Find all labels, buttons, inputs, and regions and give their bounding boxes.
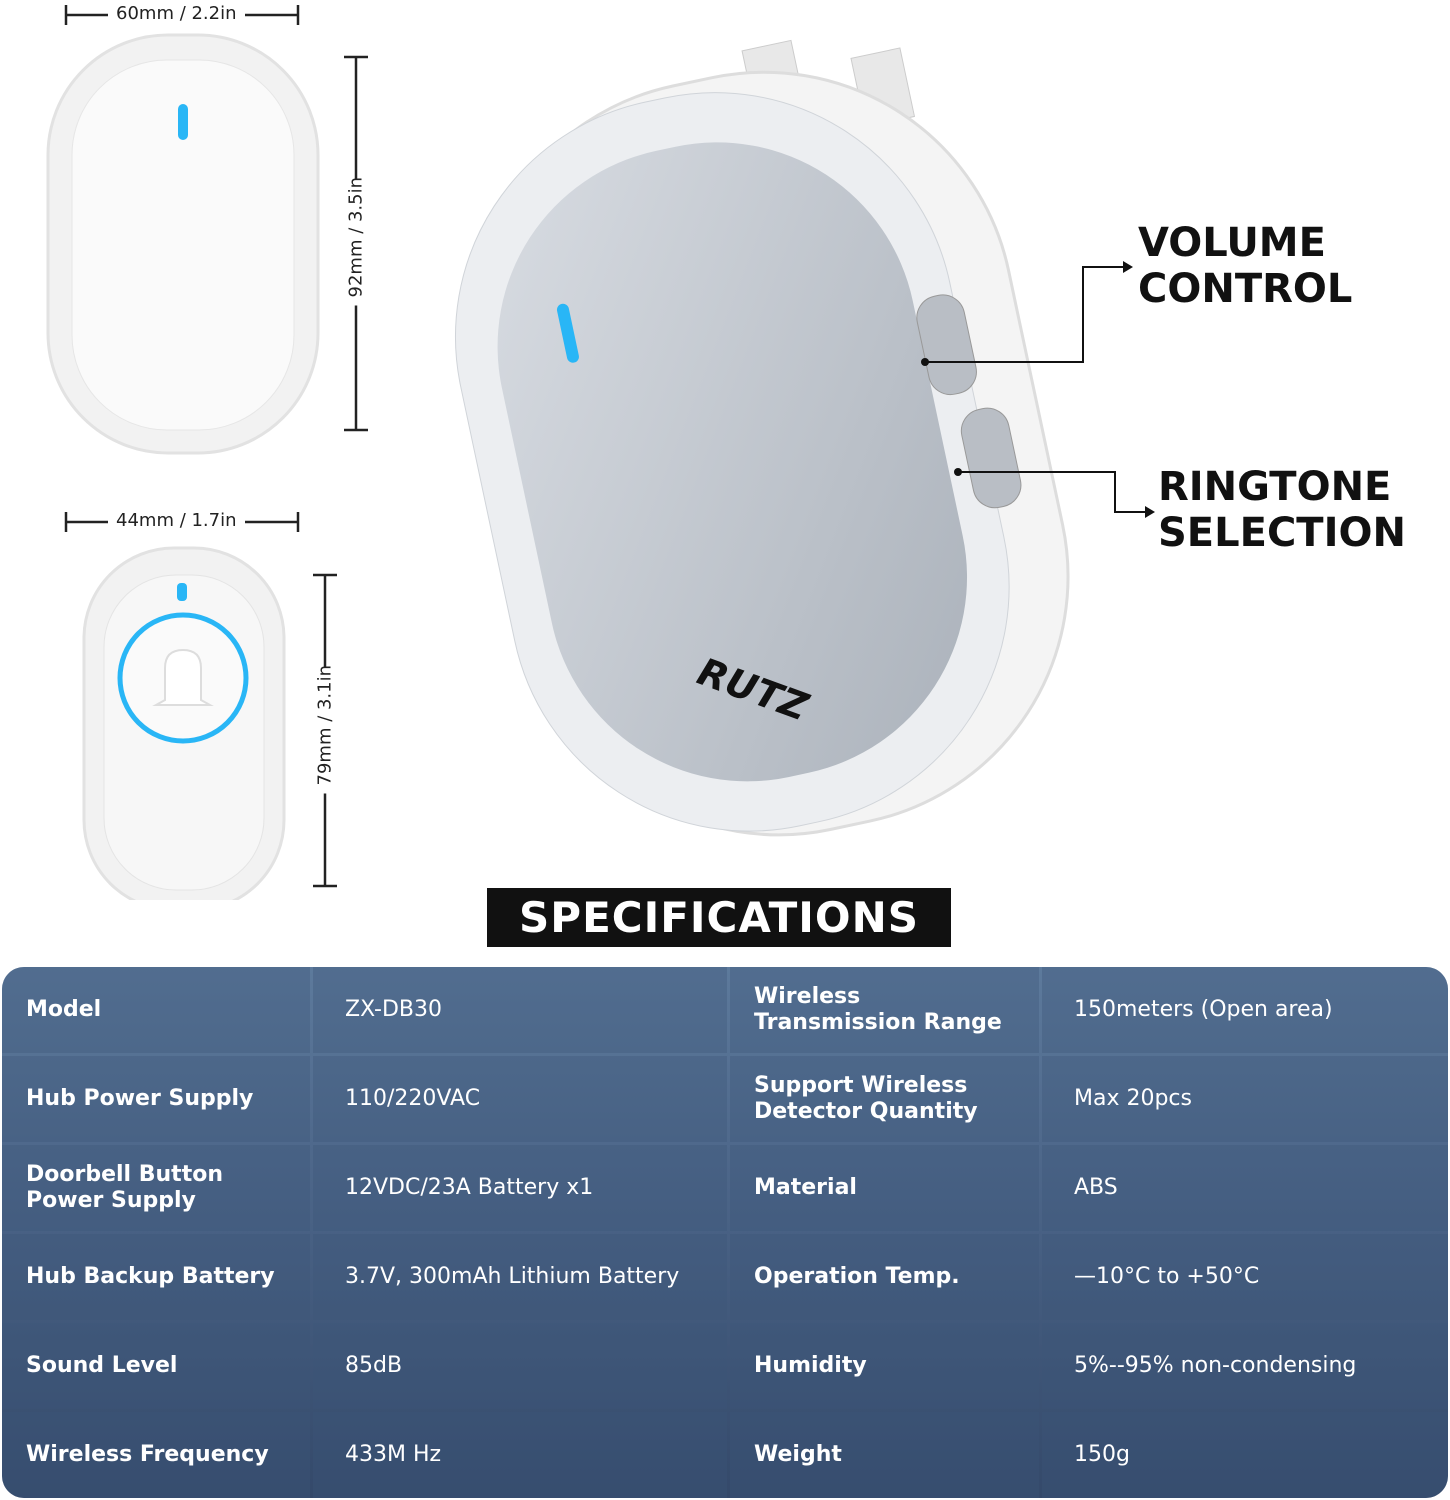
spec-value: 110/220VAC	[313, 1056, 727, 1142]
button-height-label: 79mm / 3.1in	[314, 665, 336, 794]
spec-value: 3.7V, 300mAh Lithium Battery	[313, 1234, 727, 1320]
spec-value: Max 20pcs	[1042, 1056, 1448, 1142]
spec-label: Weight	[730, 1412, 1039, 1498]
spec-value: 85dB	[313, 1323, 727, 1409]
callout-line: RINGTONE	[1158, 464, 1392, 510]
volume-control-callout: VOLUME CONTROL	[1138, 220, 1352, 312]
spec-value: ABS	[1042, 1145, 1448, 1231]
spec-value: 150meters (Open area)	[1042, 967, 1448, 1053]
callout-line: VOLUME	[1138, 220, 1326, 266]
chime-height-label: 92mm / 3.5in	[345, 177, 367, 306]
spec-label: Hub Backup Battery	[2, 1234, 310, 1320]
ringtone-selection-callout: RINGTONE SELECTION	[1158, 464, 1406, 556]
spec-value: 12VDC/23A Battery x1	[313, 1145, 727, 1231]
spec-value: 150g	[1042, 1412, 1448, 1498]
chime-width-label: 60mm / 2.2in	[108, 3, 245, 24]
spec-label: Model	[2, 967, 310, 1053]
spec-value: ZX-DB30	[313, 967, 727, 1053]
callout-line: CONTROL	[1138, 266, 1353, 312]
spec-label: Sound Level	[2, 1323, 310, 1409]
callout-line: SELECTION	[1158, 510, 1406, 556]
spec-label: Wireless Frequency	[2, 1412, 310, 1498]
specifications-table: Model ZX-DB30 Wireless Transmission Rang…	[2, 967, 1448, 1498]
spec-value: 5%--95% non-condensing	[1042, 1323, 1448, 1409]
dimension-lines	[46, 5, 368, 900]
spec-label: Doorbell Button Power Supply	[2, 1145, 310, 1231]
spec-label: Operation Temp.	[730, 1234, 1039, 1320]
spec-value: —10°C to +50°C	[1042, 1234, 1448, 1320]
spec-label: Support Wireless Detector Quantity	[730, 1056, 1039, 1142]
specifications-heading: SPECIFICATIONS	[487, 888, 951, 947]
chime-front-view	[46, 33, 320, 455]
button-width-label: 44mm / 1.7in	[108, 510, 245, 531]
spec-label: Wireless Transmission Range	[730, 967, 1039, 1053]
hub-product-image: RUTZ	[454, 39, 1155, 837]
spec-label: Hub Power Supply	[2, 1056, 310, 1142]
spec-label: Humidity	[730, 1323, 1039, 1409]
spec-value: 433M Hz	[313, 1412, 727, 1498]
doorbell-button-view	[82, 546, 286, 900]
spec-label: Material	[730, 1145, 1039, 1231]
